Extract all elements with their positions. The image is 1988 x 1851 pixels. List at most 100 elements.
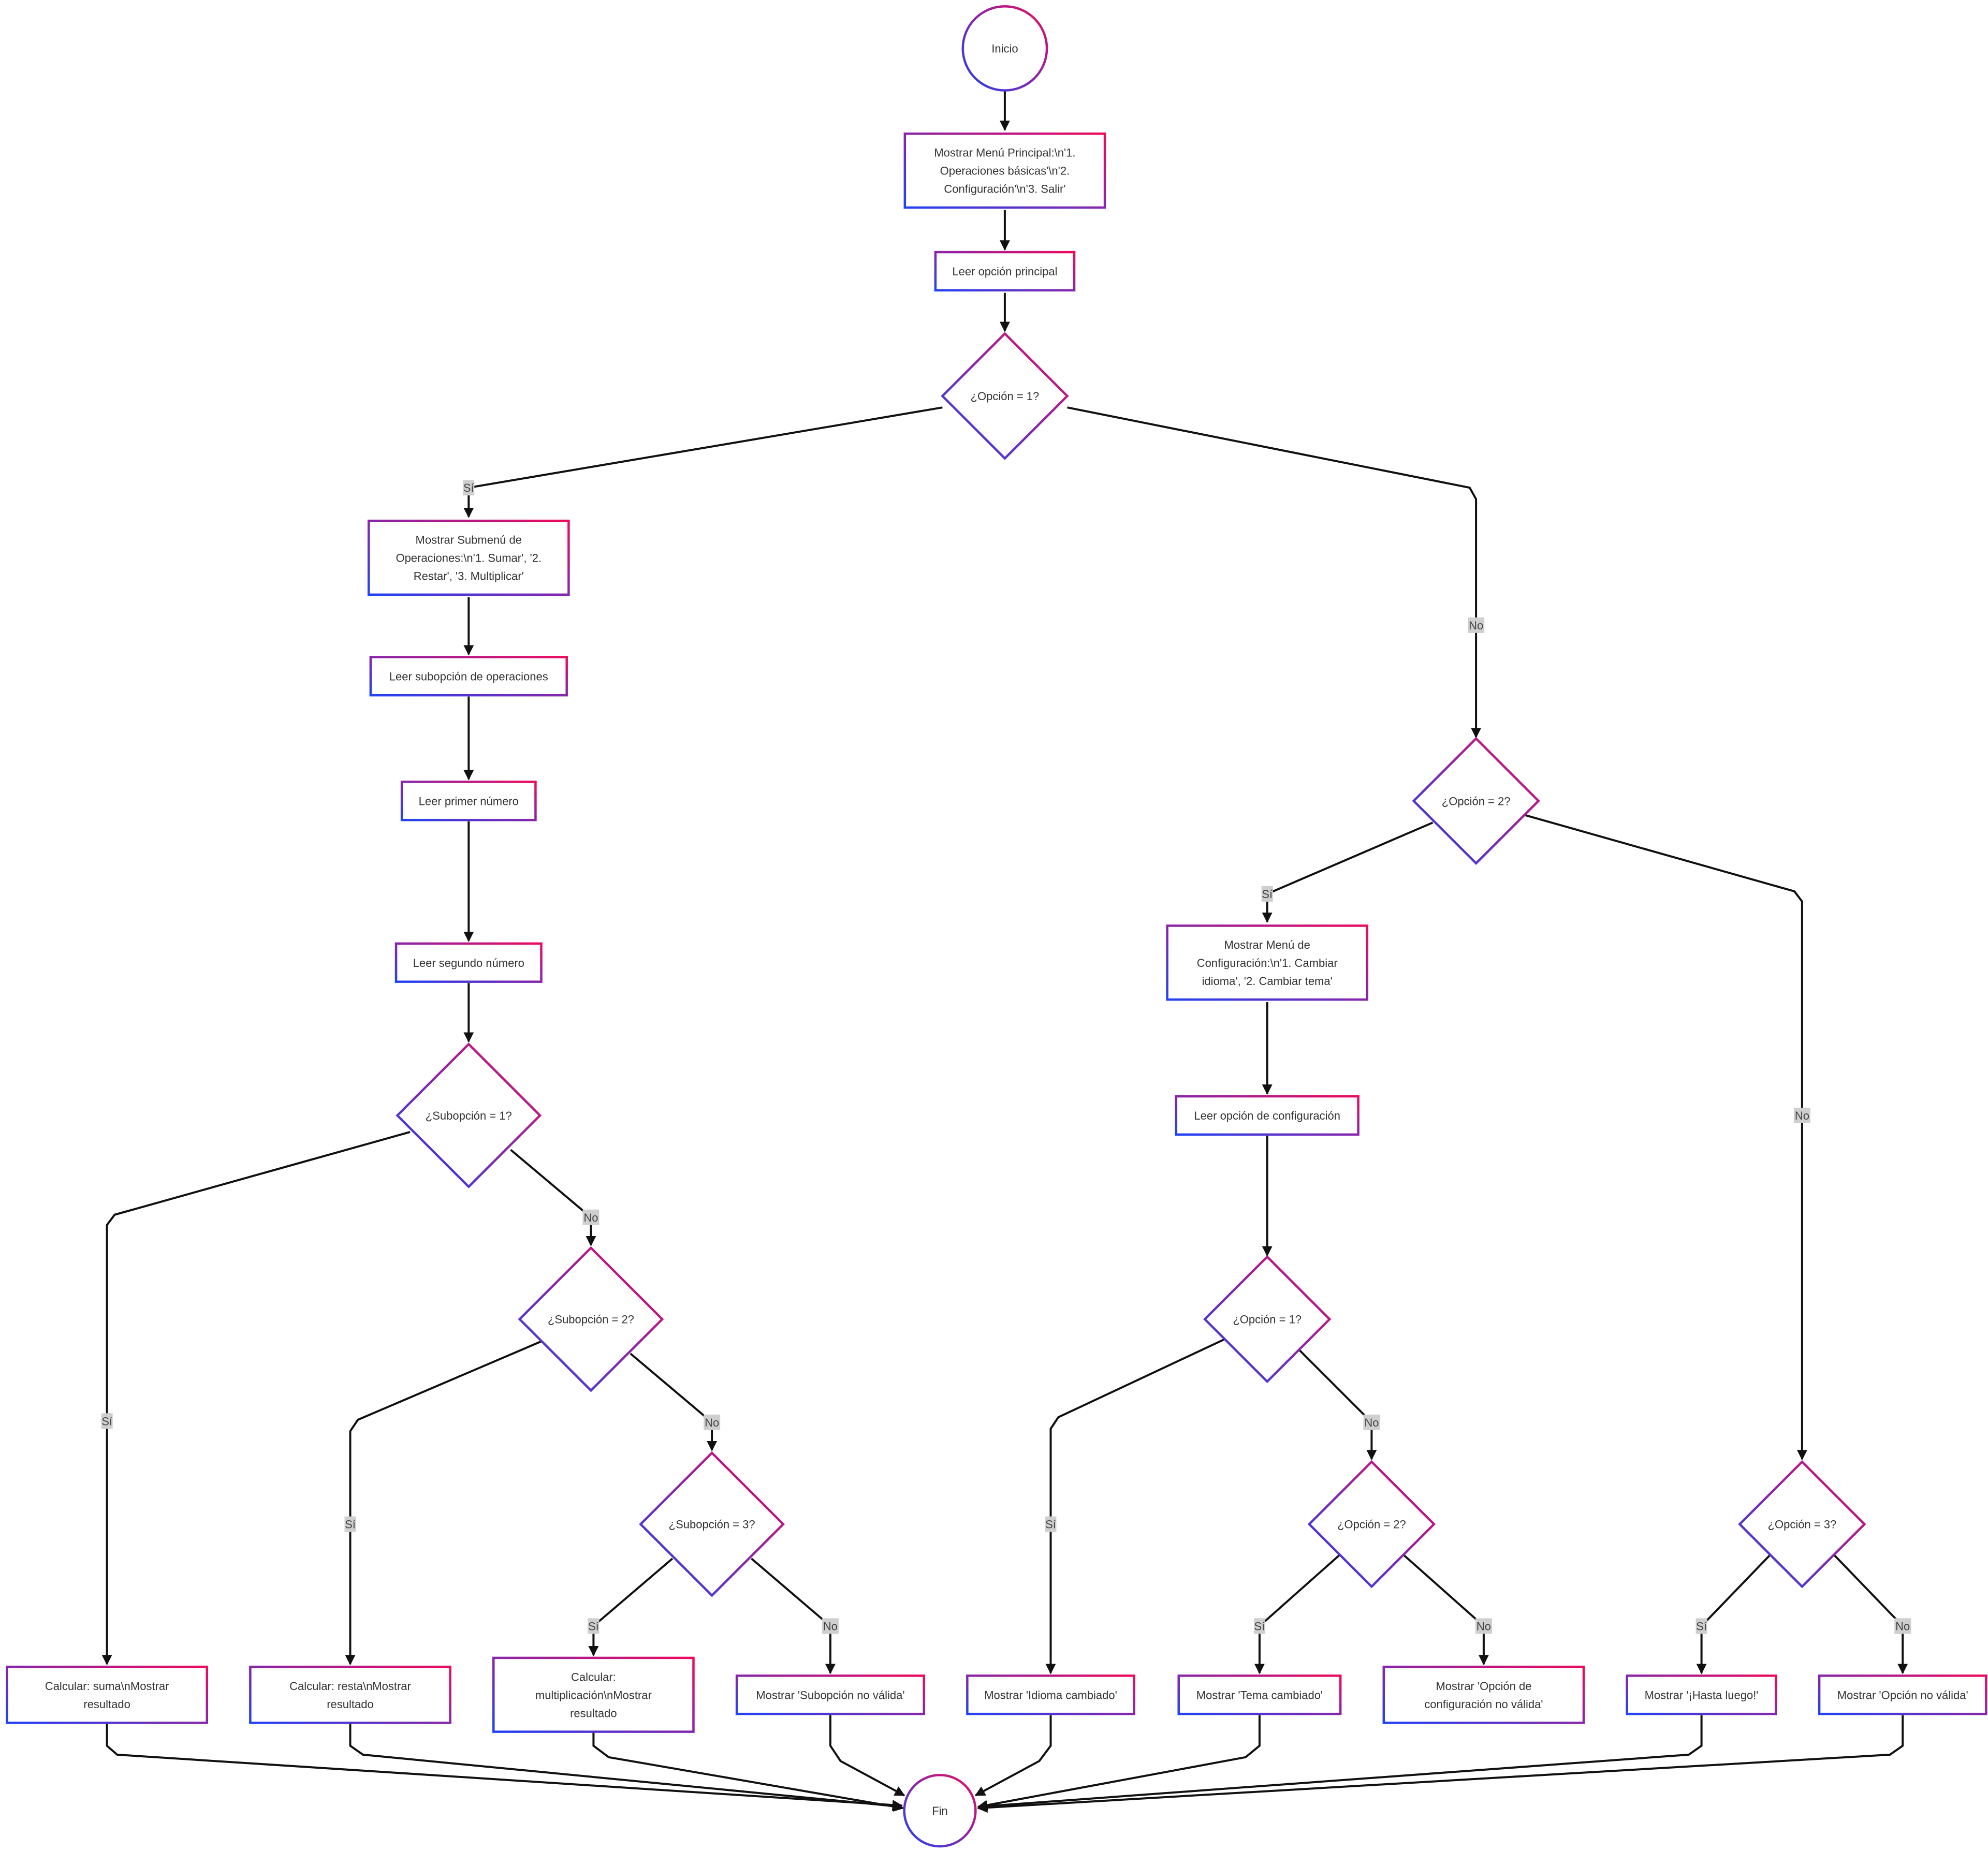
edge-label-yes: Sí (1261, 886, 1273, 902)
process-box (735, 1674, 925, 1715)
edge-label-yes: Sí (101, 1413, 113, 1429)
process-box (400, 781, 537, 821)
process-box (1175, 1095, 1360, 1136)
node-main-menu: Mostrar Menú Principal:\n'1. Operaciones … (903, 133, 1106, 209)
process-box (1382, 1665, 1585, 1724)
node-label-line: ¿Subopción = 2? (548, 1313, 634, 1326)
edge-label-yes: Sí (588, 1618, 600, 1634)
flow-arrow (1298, 1349, 1377, 1461)
node-dec-sub1: ¿Subopción = 1? (396, 1042, 542, 1188)
edge-label-background (344, 1516, 356, 1532)
flow-arrow (588, 1558, 674, 1656)
edge-label-text: No (1477, 1620, 1491, 1633)
edge-label-yes: Sí (1695, 1618, 1707, 1634)
process-box (369, 656, 568, 697)
node-label-line: ¿Opción = 1? (1233, 1313, 1302, 1326)
process-box (966, 1674, 1135, 1715)
node-sub-invalid: Mostrar 'Subopción no válida' (735, 1674, 925, 1715)
node-label-line: Leer subopción de operaciones (389, 670, 548, 683)
process-box (1177, 1674, 1342, 1715)
decision-diamond (1412, 737, 1540, 865)
edge-label-yes: Sí (344, 1516, 356, 1532)
flow-arrow (463, 406, 943, 518)
flow-arrow (101, 1130, 411, 1666)
process-box (903, 133, 1106, 209)
flow-arrow (1402, 1554, 1489, 1666)
node-dec-sub3: ¿Subopción = 3? (639, 1451, 785, 1597)
node-label-line: Mostrar 'Subopción no válida' (756, 1688, 904, 1701)
edge-label-no: No (704, 1414, 721, 1430)
node-label-line: Operaciones básicas'\n'2. (940, 165, 1070, 178)
node-label-line: configuración no válida' (1424, 1698, 1543, 1711)
edge-label-text: No (1364, 1416, 1379, 1429)
node-dec-opt3: ¿Opción = 3? (1738, 1460, 1866, 1589)
edge-label-no: No (1793, 1107, 1810, 1123)
flow-arrow (751, 1558, 836, 1674)
process-box (1818, 1674, 1987, 1715)
flow-arrow (1696, 1554, 1771, 1674)
decision-diamond (639, 1451, 785, 1597)
edge-label-background (1894, 1618, 1911, 1634)
node-label-line: ¿Opción = 3? (1768, 1518, 1837, 1531)
node-goodbye: Mostrar '¡Hasta luego!' (1626, 1674, 1777, 1715)
edge-label-no: No (1363, 1414, 1380, 1430)
node-read-config: Leer opción de configuración (1175, 1095, 1360, 1136)
edge-label-background (1695, 1618, 1707, 1634)
node-read-second: Leer segundo número (394, 942, 543, 983)
edge-label-no: No (1475, 1618, 1492, 1634)
edge-label-no: No (1894, 1618, 1911, 1634)
node-label-line: resultado (327, 1698, 374, 1711)
edge-label-yes: Sí (463, 480, 475, 496)
node-dec-opt1: ¿Opción = 1? (941, 332, 1069, 460)
node-theme-changed: Mostrar 'Tema cambiado' (1177, 1674, 1342, 1715)
node-label-line: Mostrar Menú Principal:\n'1. (934, 146, 1075, 159)
edge-label-text: Sí (1262, 888, 1273, 901)
node-label-line: ¿Opción = 1? (971, 390, 1040, 403)
node-lang-changed: Mostrar 'Idioma cambiado' (966, 1674, 1135, 1715)
node-label-line: Mostrar 'Opción no válida' (1837, 1688, 1968, 1701)
node-label-line: Mostrar 'Idioma cambiado' (984, 1688, 1117, 1701)
node-dec-sub2: ¿Subopción = 2? (518, 1246, 664, 1392)
node-label-line: resultado (570, 1707, 617, 1720)
edge-label-yes: Sí (1253, 1618, 1265, 1634)
edge-label-text: No (705, 1416, 719, 1429)
node-calc-mul: Calcular:multiplicación\nMostrarresultad… (492, 1656, 695, 1733)
flow-arrow (592, 1731, 904, 1812)
node-label-line: Leer opción principal (952, 265, 1057, 278)
process-box (1626, 1674, 1777, 1715)
node-dec-opt2: ¿Opción = 2? (1412, 737, 1540, 865)
node-read-sub: Leer subopción de operaciones (369, 656, 568, 697)
terminal-circle (961, 5, 1048, 92)
node-label-line: Restar', '3. Multiplicar' (414, 569, 524, 582)
flow-arrow (1833, 1554, 1908, 1674)
edge-label-no: No (822, 1618, 839, 1634)
node-label-line: Leer segundo número (413, 957, 524, 969)
edge-label-text: Sí (345, 1518, 356, 1531)
terminal-circle (903, 1773, 977, 1848)
decision-diamond (1307, 1460, 1436, 1589)
node-label-line: ¿Opción = 2? (1442, 795, 1511, 807)
decision-diamond (1738, 1460, 1866, 1589)
process-box (934, 251, 1076, 292)
flow-arrow (1254, 1554, 1341, 1674)
decision-diamond (941, 332, 1069, 460)
edge-label-no: No (582, 1209, 600, 1225)
flow-arrow (829, 1715, 905, 1797)
edge-label-text: No (583, 1211, 598, 1224)
flow-arrow (1067, 406, 1482, 739)
edge-label-text: Sí (463, 481, 474, 494)
edge-label-text: Sí (1254, 1620, 1265, 1633)
flow-arrow (977, 1715, 1904, 1813)
node-label-line: Calcular: suma\nMostrar (45, 1680, 169, 1693)
edge-label-background (1475, 1618, 1492, 1634)
node-label-line: ¿Subopción = 1? (426, 1109, 512, 1122)
node-label-line: Mostrar Submenú de (416, 533, 522, 546)
node-label-line: Leer primer número (419, 795, 519, 807)
node-start: Inicio (961, 5, 1048, 92)
edge-label-text: Sí (101, 1415, 112, 1428)
edge-label-background (1363, 1414, 1380, 1430)
